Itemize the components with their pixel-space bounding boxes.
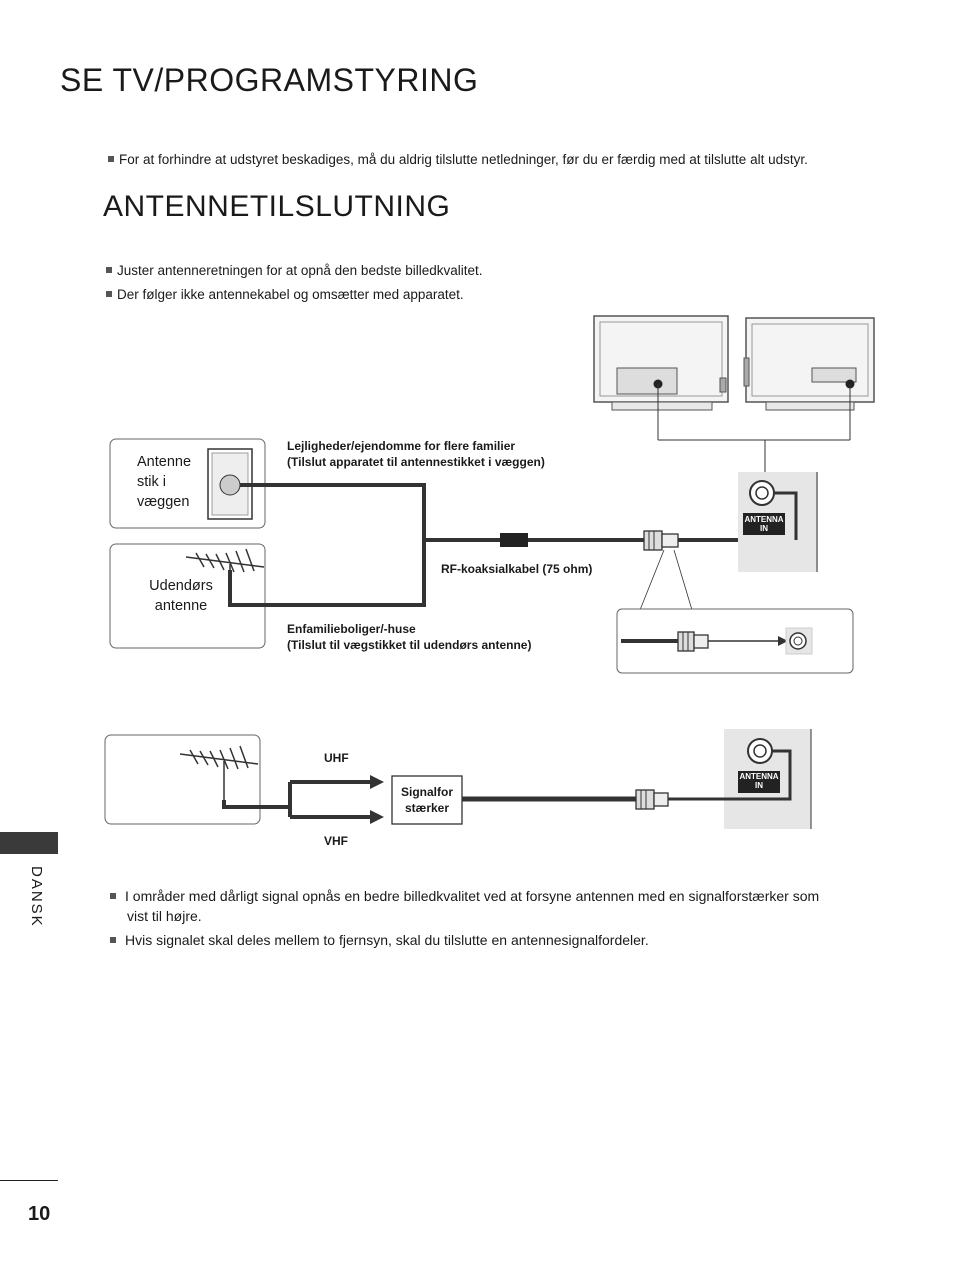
bottom-bullet: Hvis signalet skal deles mellem to fjern… [110, 930, 890, 950]
language-tab [0, 832, 58, 854]
bullet-icon [110, 937, 116, 943]
label-line: stik i [137, 474, 166, 490]
intro-bullet: Juster antenneretningen for at opnå den … [106, 261, 483, 280]
coax-plug-icon [643, 530, 679, 551]
bullet-icon [106, 291, 112, 297]
label-line: Signalfor [400, 785, 453, 799]
label-line: IN [755, 781, 763, 790]
cable-label: RF-koaksialkabel (75 ohm) [441, 562, 593, 576]
intro-bullet: Der følger ikke antennekabel og omsætter… [106, 285, 464, 304]
tv-rear-left-illustration [593, 315, 729, 411]
warning-note: For at forhindre at udstyret beskadiges,… [108, 150, 908, 169]
page-number: 10 [28, 1203, 51, 1225]
bullet-icon [106, 267, 112, 273]
antenna-in-label: ANTENNA IN [738, 772, 780, 790]
bottom-bullet: I områder med dårligt signal opnås en be… [110, 886, 890, 926]
bullet-icon [110, 893, 116, 899]
antenna-in-label: ANTENNA IN [743, 515, 785, 533]
label-line: Antenne [137, 454, 192, 470]
label-line: IN [760, 524, 768, 533]
vhf-label: VHF [324, 834, 348, 848]
bullet-text: I områder med dårligt signal opnås en be… [125, 888, 820, 904]
wall-socket-label: Antenne stik i væggen [137, 452, 191, 512]
tv-rear-right-illustration [743, 317, 875, 411]
label-line: Lejligheder/ejendomme for flere familier [287, 439, 516, 453]
uhf-label: UHF [324, 751, 349, 765]
label-line: væggen [137, 494, 190, 510]
label-line: Enfamilieboliger/-huse [287, 622, 416, 636]
coax-plug-detail-icon [677, 631, 709, 652]
bullet-icon [108, 156, 114, 162]
warning-text: For at forhindre at udstyret beskadiges,… [119, 152, 808, 167]
coax-plug-icon [635, 789, 669, 810]
outdoor-antenna-icon [179, 745, 259, 800]
label-line: (Tilslut til vægstikket til udendørs ant… [287, 638, 532, 652]
label-line: antenne [154, 598, 208, 614]
label-line: stærker [404, 801, 450, 815]
cable-ferrite [500, 533, 528, 547]
houses-label: Enfamilieboliger/-huse (Tilslut til vægs… [287, 621, 531, 653]
section-title: ANTENNETILSLUTNING [103, 190, 451, 223]
bullet-text: vist til højre. [127, 908, 202, 924]
amplifier-connection-diagram [104, 729, 812, 829]
bullet-text: Hvis signalet skal deles mellem to fjern… [125, 932, 649, 948]
apartments-label: Lejligheder/ejendomme for flere familier… [287, 438, 545, 470]
amplifier-label: Signalfor stærker [392, 784, 462, 816]
antenna-connection-diagram [109, 315, 875, 674]
page-rule [0, 1180, 58, 1181]
language-label: DANSK [28, 866, 45, 928]
coaxial-cable [228, 483, 648, 607]
label-line: ANTENNA [739, 772, 779, 781]
outdoor-antenna-label: Udendørs antenne [130, 576, 232, 616]
label-line: ANTENNA [744, 515, 784, 524]
label-line: Udendørs [149, 578, 213, 594]
page-title: SE TV/PROGRAMSTYRING [60, 62, 479, 98]
label-line: (Tilslut apparatet til antennestikket i … [287, 455, 545, 469]
intro-bullet-text: Juster antenneretningen for at opnå den … [117, 263, 483, 278]
intro-bullet-text: Der følger ikke antennekabel og omsætter… [117, 287, 464, 302]
